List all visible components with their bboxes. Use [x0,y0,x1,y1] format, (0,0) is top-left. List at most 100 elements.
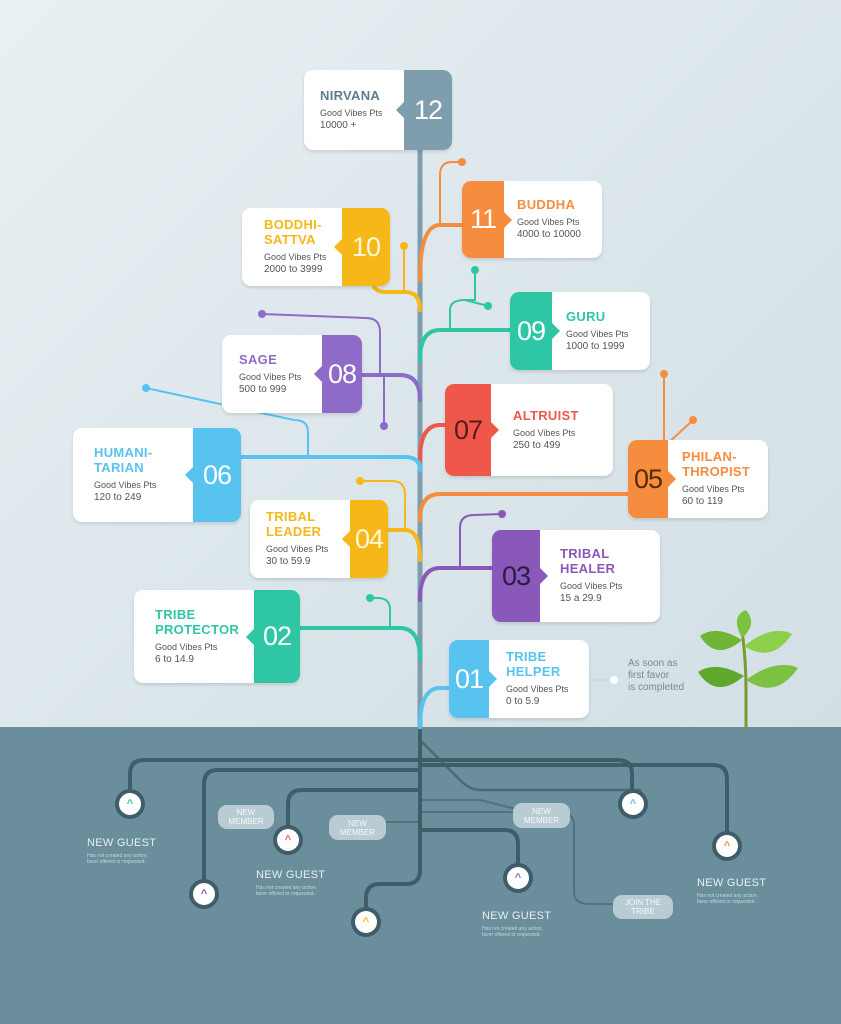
level-name: NIRVANA [320,87,381,103]
branch-08 [360,373,422,402]
level-number-badge: 10 [334,208,390,286]
twig-dot [258,310,266,318]
level-card-01: 01 TRIBE HELPER Good Vibes Pts 0 to 5.9 [449,640,589,718]
branch-02 [298,626,422,662]
twig-dot [458,158,466,166]
points-label: Good Vibes Pts [566,328,629,339]
first-favor-note: As soon as first favor is completed [628,658,685,693]
level-name: TRIBE HELPER [506,649,561,679]
root [418,763,729,845]
root [128,758,422,802]
points-label: Good Vibes Pts [155,641,218,652]
level-name: TRIBE PROTECTOR [155,606,240,637]
points-label: Good Vibes Pts [513,427,576,438]
points-label: Good Vibes Pts [264,252,327,262]
level-card-08: SAGE Good Vibes Pts 500 to 999 08 [222,335,362,413]
chevron-up-icon: ^ [507,867,529,889]
chevron-up-icon: ^ [119,793,141,815]
level-card-09: 09 GURU Good Vibes Pts 1000 to 1999 [510,292,650,370]
leaf-icon [698,610,798,729]
twig-dot [689,416,697,424]
branch-06 [238,455,422,472]
points-label: Good Vibes Pts [682,484,745,494]
twig-dot [484,302,492,310]
branch-04-twig [359,480,406,531]
points-label: Good Vibes Pts [506,684,569,694]
twig-dot [498,510,506,518]
level-number-badge: 02 [246,590,300,683]
join-tribe-pill: JOIN THE TRIBE [613,895,673,919]
points-range: 0 to 5.9 [506,696,540,707]
level-number-badge: 11 [462,181,512,258]
new-member-pill: NEW MEMBER [329,815,386,840]
points-range: 2000 to 3999 [264,264,323,275]
branch-07 [418,423,450,462]
points-label: Good Vibes Pts [239,371,302,382]
level-name: BUDDHA [517,197,576,212]
level-name: HUMANI- TARIAN [94,445,153,475]
chevron-up-icon: ^ [277,829,299,851]
level-name: GURU [566,308,606,324]
points-range: 6 to 14.9 [155,653,194,665]
level-name: TRIBAL LEADER [266,509,322,539]
level-number-badge: 01 [449,640,497,718]
branch-11-twig [439,161,463,226]
level-name: ALTRUIST [513,407,579,423]
level-name: BODDHI- SATTVA [264,217,322,247]
root [419,799,521,811]
twig-dot [471,266,479,274]
level-number-badge: 04 [342,500,388,578]
root [202,768,422,892]
level-name: TRIBAL HEALER [560,546,616,576]
level-number-badge: 07 [445,384,499,476]
level-number-badge: 06 [185,428,241,522]
twig-dot [366,594,374,602]
branch-09-twig [449,269,476,331]
branch-02-twig [369,597,391,629]
level-card-07: 07 ALTRUIST Good Vibes Pts 250 to 499 [445,384,613,476]
points-range: 120 to 249 [94,492,142,503]
level-number-badge: 08 [314,335,362,413]
branch-05 [418,492,632,522]
branch-04 [383,528,422,562]
root [286,788,422,840]
branch-06-twig [145,387,309,458]
twig-dot [400,242,408,250]
level-number-badge: 05 [628,440,676,518]
branch-11 [418,223,465,282]
branch-10-twig [384,245,405,293]
points-label: Good Vibes Pts [560,581,623,591]
branch-09 [418,328,512,362]
level-card-10: BODDHI- SATTVA Good Vibes Pts 2000 to 39… [242,208,390,286]
points-label: Good Vibes Pts [517,217,580,227]
twig-dot [380,422,388,430]
points-range: 500 to 999 [239,383,287,395]
level-card-02: TRIBE PROTECTOR Good Vibes Pts 6 to 14.9… [134,590,300,683]
twig-dot [356,477,364,485]
chevron-up-icon: ^ [355,911,377,933]
points-label: Good Vibes Pts [94,480,157,490]
level-number-badge: 09 [510,292,560,370]
chevron-up-icon: ^ [716,835,738,857]
twig-dot [610,676,618,684]
new-member-pill: NEW MEMBER [513,803,570,828]
points-range: 10000 + [320,119,357,131]
points-range: 4000 to 10000 [517,229,581,240]
level-card-06: HUMANI- TARIAN Good Vibes Pts 120 to 249… [73,428,241,522]
level-card-11: 11 BUDDHA Good Vibes Pts 4000 to 10000 [462,181,602,258]
root [364,725,422,920]
level-name: SAGE [239,351,278,367]
branch-03 [418,566,497,602]
level-card-12: NIRVANA Good Vibes Pts 10000 + 12 [304,70,452,150]
level-card-05: 05 PHILAN- THROPIST Good Vibes Pts 60 to… [628,440,768,518]
level-number-badge: 03 [492,530,548,622]
points-range: 250 to 499 [513,439,561,451]
twig-dot [142,384,150,392]
twig-dot [660,370,668,378]
root [418,738,642,792]
level-number-badge: 12 [396,70,452,150]
